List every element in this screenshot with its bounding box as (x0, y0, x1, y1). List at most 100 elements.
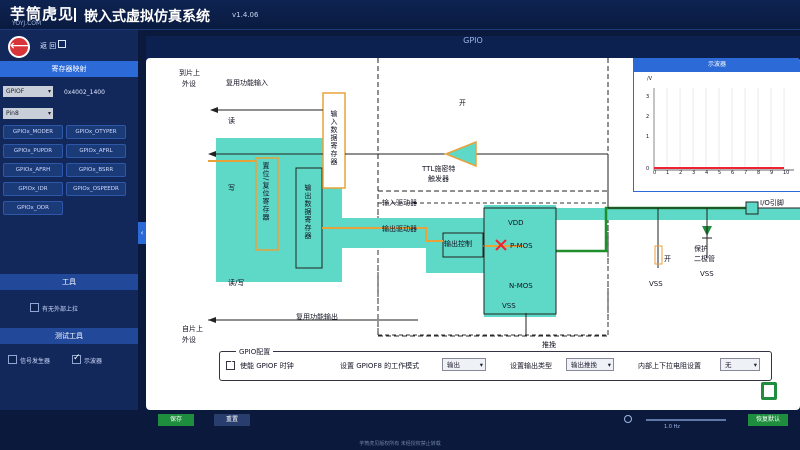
reg-afrl-button[interactable]: GPIOx_AFRL (66, 144, 126, 158)
bitset-register-label: 置位/复位寄存器 (262, 162, 270, 222)
scope-x-tick: 3 (692, 170, 696, 176)
from-peripheral-label-b: 外设 (182, 336, 196, 344)
reg-pupdr-button[interactable]: GPIOx_PUPDR (3, 144, 63, 158)
output-control-label: 输出控制 (444, 240, 472, 248)
read-label: 读 (228, 117, 235, 125)
io-pin-label: I/O引脚 (760, 199, 784, 207)
enable-clock-label: 使能 GPIOF 时钟 (240, 362, 294, 370)
output-driver-label: 输出驱动器 (382, 225, 417, 233)
app-logo-sub: YOYJ.COM (12, 20, 42, 27)
push-pull-label: 推挽 (542, 341, 556, 349)
alt-output-label: 复用功能输出 (296, 313, 338, 321)
scope-x-tick: 1 (666, 170, 670, 176)
ttl-trigger-label: 触发器 (428, 175, 449, 183)
tools-header: 工具 (0, 274, 138, 290)
scope-y-tick: 2 (646, 114, 650, 120)
pin-select[interactable]: Pin8 (3, 108, 53, 119)
input-data-register-label: 输入数据寄存器 (330, 110, 338, 166)
window-icon[interactable] (58, 40, 66, 48)
nmos-label: N-MOS (509, 282, 533, 290)
app-title: 嵌入式虚拟仿真系统 (84, 9, 210, 25)
reg-bsrr-button[interactable]: GPIOx_BSRR (66, 163, 126, 177)
input-driver-label: 输入驱动器 (382, 199, 417, 207)
gpio-circuit-diagram (208, 58, 800, 337)
scope-x-tick: 8 (757, 170, 761, 176)
save-icon[interactable] (761, 382, 777, 400)
main-area: GPIO (146, 36, 800, 410)
vdd-label: VDD (508, 219, 524, 227)
oscilloscope-title: 示波器 (634, 58, 800, 72)
chevron-left-icon: ‹ (140, 229, 144, 237)
register-address: 0x4002_1400 (64, 89, 105, 96)
reg-moder-button[interactable]: GPIOx_MODER (3, 125, 63, 139)
gpio-title: GPIO (463, 36, 483, 45)
pull-label: 内部上下拉电阻设置 (638, 362, 701, 370)
scope-x-tick: 0 (653, 170, 657, 176)
app-logo: 芋筒虎见 (10, 5, 75, 23)
footer-text: 芋筒虎见版权所有 未经授权禁止转载 (359, 441, 441, 447)
to-peripheral-label-a: 到片上 (179, 69, 200, 77)
read-write-label: 读/写 (228, 279, 245, 287)
external-pullup-checkbox[interactable] (30, 303, 39, 312)
scope-x-tick: 7 (744, 170, 748, 176)
mode-select[interactable]: 输出 (442, 358, 486, 371)
scope-x-tick: 9 (770, 170, 774, 176)
ttl-schmitt-label: TTL施密特 (422, 165, 456, 173)
vss-label: VSS (502, 302, 516, 310)
speed-slider[interactable] (646, 419, 726, 421)
left-panel: ⟵ 返 回 寄存器映射 GPIOF 0x4002_1400 Pin8 GPIOx… (0, 30, 138, 410)
back-label[interactable]: 返 回 (40, 42, 57, 50)
pmos-label: P-MOS (510, 242, 533, 250)
measure-tools-header: 测试工具 (0, 328, 138, 344)
protect-label: 保护 (694, 245, 708, 253)
title-divider (74, 8, 76, 22)
reg-idr-button[interactable]: GPIOx_IDR (3, 182, 63, 196)
oscilloscope-label: 示波器 (84, 358, 103, 365)
alt-input-label: 复用功能输入 (226, 79, 268, 87)
switch-on-label: 开 (459, 99, 466, 107)
back-button[interactable]: ⟵ (8, 36, 30, 58)
mode-label: 设置 GPIOF8 的工作模式 (340, 362, 420, 370)
save-button[interactable]: 保存 (158, 414, 194, 426)
register-map-header: 寄存器映射 (0, 61, 138, 77)
pullup-switch-label: 开 (664, 255, 671, 263)
app-version: v1.4.06 (232, 11, 259, 19)
vss-left-label: VSS (649, 280, 663, 288)
reg-otyper-button[interactable]: GPIOx_OTYPER (66, 125, 126, 139)
speed-value: 1.0 Hz (664, 424, 680, 430)
vss-right-label: VSS (700, 270, 714, 278)
gpio-config-title: GPIO配置 (236, 347, 274, 357)
restore-default-button[interactable]: 恢复默认 (748, 414, 788, 426)
reg-odr-button[interactable]: GPIOx_ODR (3, 201, 63, 215)
reg-ospeedr-button[interactable]: GPIOx_OSPEEDR (66, 182, 126, 196)
scope-x-tick: 4 (705, 170, 709, 176)
gpio-port-select[interactable]: GPIOF (3, 86, 53, 97)
scope-y-label: /V (647, 76, 653, 82)
gpio-diagram-canvas: 到片上 外设 复用功能输入 读 输入数据寄存器 开 TTL施密特 触发器 输入驱… (146, 58, 800, 410)
title-bar: 芋筒虎见 YOYJ.COM 嵌入式虚拟仿真系统 v1.4.06 (0, 0, 800, 30)
output-data-register-label: 输出数据寄存器 (304, 184, 312, 240)
oscilloscope-plot (653, 88, 794, 171)
oscilloscope-checkbox[interactable] (72, 353, 81, 364)
arrow-left-icon: ⟵ (10, 38, 31, 54)
scope-x-tick: 5 (718, 170, 722, 176)
scope-y-tick: 1 (646, 134, 650, 140)
from-peripheral-label-a: 自片上 (182, 325, 203, 333)
panel-collapse-tab[interactable]: ‹ (138, 222, 146, 244)
to-peripheral-label-b: 外设 (182, 80, 196, 88)
scope-x-tick: 2 (679, 170, 683, 176)
external-pullup-label: 有无外部上拉 (42, 306, 79, 313)
status-bar: 保存 重置 1.0 Hz 恢复默认 (138, 410, 800, 450)
reset-button[interactable]: 重置 (214, 414, 250, 426)
output-type-label: 设置输出类型 (510, 362, 552, 370)
signal-generator-checkbox[interactable] (8, 355, 17, 364)
gpio-config-panel: 使能 GPIOF 时钟 设置 GPIOF8 的工作模式 输出 设置输出类型 输出… (219, 351, 772, 381)
write-label: 写 (228, 184, 235, 192)
pull-select[interactable]: 无 (720, 358, 760, 371)
output-type-select[interactable]: 输出推挽 (566, 358, 614, 371)
scope-x-tick: 6 (731, 170, 735, 176)
enable-clock-checkbox[interactable] (226, 359, 235, 370)
protect-diode-label: 二极管 (694, 255, 715, 263)
reg-afrh-button[interactable]: GPIOx_AFRH (3, 163, 63, 177)
